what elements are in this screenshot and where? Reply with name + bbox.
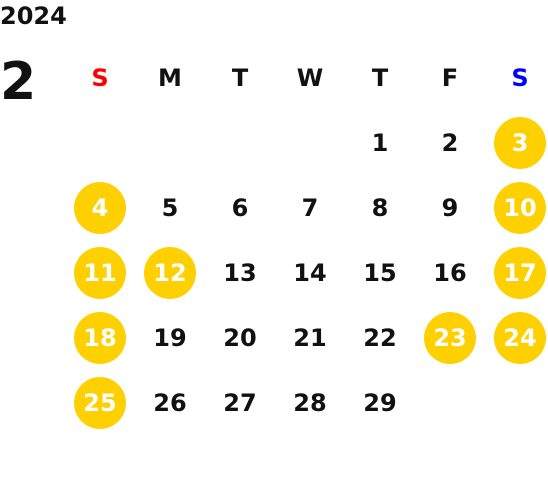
weekday-header: T bbox=[231, 63, 249, 92]
day-cell[interactable]: 13 bbox=[205, 240, 275, 305]
day-cell[interactable]: 21 bbox=[275, 305, 345, 370]
day-number: 26 bbox=[153, 388, 187, 417]
day-cell[interactable]: 1 bbox=[345, 110, 415, 175]
day-cell[interactable]: 11 bbox=[65, 240, 135, 305]
day-cell[interactable]: 23 bbox=[415, 305, 485, 370]
weekday-header: F bbox=[441, 63, 459, 92]
empty-day-cell bbox=[135, 110, 205, 175]
day-number: 8 bbox=[371, 193, 389, 222]
empty-day-cell bbox=[65, 110, 135, 175]
day-number: 22 bbox=[363, 323, 397, 352]
highlighted-day-number: 3 bbox=[494, 116, 546, 169]
day-cell[interactable]: 22 bbox=[345, 305, 415, 370]
day-cell[interactable]: 12 bbox=[135, 240, 205, 305]
day-cell[interactable]: 7 bbox=[275, 175, 345, 240]
highlighted-day-number: 10 bbox=[494, 181, 546, 234]
weekday-header: W bbox=[296, 63, 324, 92]
day-cell[interactable]: 14 bbox=[275, 240, 345, 305]
empty-day-cell bbox=[205, 110, 275, 175]
day-cell[interactable]: 28 bbox=[275, 370, 345, 435]
day-number: 28 bbox=[293, 388, 327, 417]
weekday-header: M bbox=[158, 63, 182, 92]
day-cell[interactable]: 18 bbox=[65, 305, 135, 370]
day-number: 9 bbox=[441, 193, 459, 222]
day-cell[interactable]: 15 bbox=[345, 240, 415, 305]
day-number: 2 bbox=[441, 128, 459, 157]
day-cell[interactable]: 20 bbox=[205, 305, 275, 370]
day-number: 7 bbox=[301, 193, 319, 222]
day-cell[interactable]: 5 bbox=[135, 175, 205, 240]
day-cell[interactable]: 3 bbox=[485, 110, 548, 175]
highlighted-day-number: 4 bbox=[74, 181, 126, 234]
year-label: 2024 bbox=[0, 2, 67, 30]
month-number: 2 bbox=[0, 52, 37, 112]
day-cell[interactable]: 10 bbox=[485, 175, 548, 240]
highlighted-day-number: 12 bbox=[144, 246, 196, 299]
day-cell[interactable]: 19 bbox=[135, 305, 205, 370]
day-cell[interactable]: 26 bbox=[135, 370, 205, 435]
day-number: 20 bbox=[223, 323, 257, 352]
day-number: 19 bbox=[153, 323, 187, 352]
day-number: 27 bbox=[223, 388, 257, 417]
day-number: 1 bbox=[371, 128, 389, 157]
day-number: 21 bbox=[293, 323, 327, 352]
day-cell[interactable]: 9 bbox=[415, 175, 485, 240]
highlighted-day-number: 25 bbox=[74, 376, 126, 429]
day-cell[interactable]: 25 bbox=[65, 370, 135, 435]
empty-day-cell bbox=[275, 110, 345, 175]
weekday-header: T bbox=[371, 63, 389, 92]
day-number: 16 bbox=[433, 258, 467, 287]
day-number: 14 bbox=[293, 258, 327, 287]
day-number: 6 bbox=[231, 193, 249, 222]
day-cell[interactable]: 17 bbox=[485, 240, 548, 305]
weekday-header: S bbox=[91, 63, 109, 92]
day-number: 15 bbox=[363, 258, 397, 287]
weekday-header: S bbox=[511, 63, 529, 92]
highlighted-day-number: 11 bbox=[74, 246, 126, 299]
day-cell[interactable]: 16 bbox=[415, 240, 485, 305]
day-cell[interactable]: 2 bbox=[415, 110, 485, 175]
day-cell[interactable]: 24 bbox=[485, 305, 548, 370]
day-cell[interactable]: 27 bbox=[205, 370, 275, 435]
highlighted-day-number: 18 bbox=[74, 311, 126, 364]
day-cell[interactable]: 29 bbox=[345, 370, 415, 435]
day-cell[interactable]: 8 bbox=[345, 175, 415, 240]
highlighted-day-number: 24 bbox=[494, 311, 546, 364]
day-number: 5 bbox=[161, 193, 179, 222]
highlighted-day-number: 17 bbox=[494, 246, 546, 299]
day-cell[interactable]: 6 bbox=[205, 175, 275, 240]
day-number: 13 bbox=[223, 258, 257, 287]
day-number: 29 bbox=[363, 388, 397, 417]
day-cell[interactable]: 4 bbox=[65, 175, 135, 240]
highlighted-day-number: 23 bbox=[424, 311, 476, 364]
